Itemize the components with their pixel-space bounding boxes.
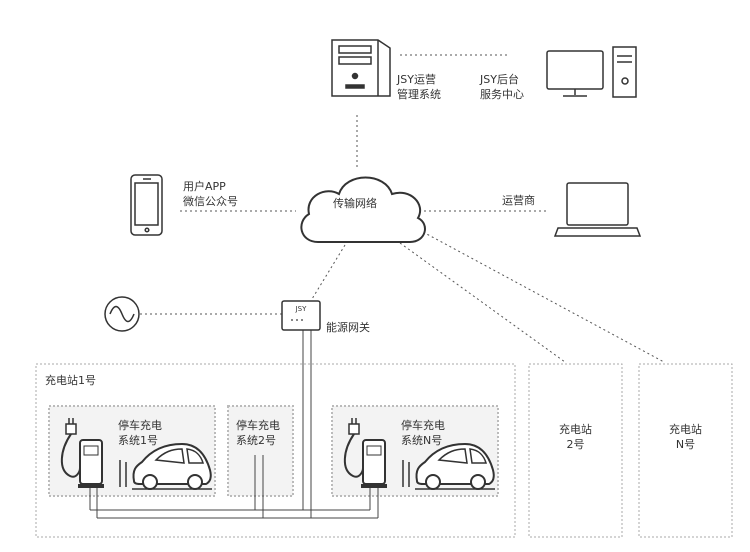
energy-gateway-icon — [281, 300, 321, 331]
system2-box — [227, 405, 294, 497]
smartphone-icon — [130, 174, 163, 236]
desktop-computer-icon — [546, 46, 637, 98]
link-cloud-station2 — [399, 242, 566, 363]
systemN-label: 停车充电 系统N号 — [401, 419, 445, 447]
electric-car-icon — [415, 442, 495, 490]
bus-wiring — [89, 330, 379, 519]
station1-frame — [35, 363, 516, 538]
charging-pile-icon — [60, 418, 127, 488]
system1-label: 停车充电 系统1号 — [118, 419, 162, 447]
stationN-label: 充电站 N号 — [669, 423, 702, 451]
gateway-badge: JSY — [295, 305, 308, 313]
station-frames — [35, 363, 733, 538]
operation-system-label: JSY运营 管理系统 — [397, 73, 441, 101]
stationN-frame — [638, 363, 733, 538]
cloud-icon — [300, 176, 426, 243]
service-center-label: JSY后台 服务中心 — [480, 73, 524, 101]
dotted-connectors — [140, 54, 665, 363]
user-app-label: 用户APP 微信公众号 — [183, 180, 238, 208]
laptop-icon — [553, 182, 642, 237]
system2-label: 停车充电 系统2号 — [236, 419, 280, 447]
link-cloud-gateway — [311, 244, 346, 300]
charging-pile-icon — [343, 418, 410, 488]
link-cloud-stationN — [422, 231, 665, 363]
cloud-label: 传输网络 — [333, 197, 377, 210]
server-icon — [331, 39, 391, 97]
operator-label: 运营商 — [502, 194, 535, 207]
station1-title: 充电站1号 — [45, 374, 96, 387]
gateway-label: 能源网关 — [326, 321, 370, 334]
station2-label: 充电站 2号 — [559, 423, 592, 451]
station2-frame — [528, 363, 623, 538]
electric-car-icon — [132, 442, 212, 490]
ac-power-source-icon — [104, 296, 140, 332]
